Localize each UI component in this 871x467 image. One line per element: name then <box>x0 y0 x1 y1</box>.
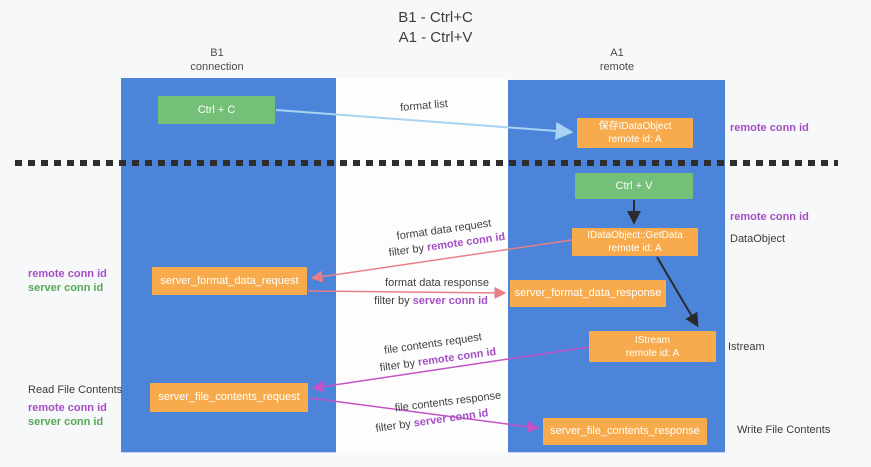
lane-header-a1-name: A1 <box>610 47 624 59</box>
node-istream-line1: IStream <box>634 334 670 346</box>
node-server-file-contents-response: server_file_contents_response <box>543 418 707 445</box>
label-server-conn-id-text: server conn id <box>412 295 488 307</box>
node-server-format-data-response-label: server_format_data_response <box>514 287 662 299</box>
node-idataobject-getdata: IDataObject::GetData remote id: A <box>572 228 698 256</box>
arrow-format-list <box>275 109 574 140</box>
node-server-format-data-response: server_format_data_response <box>510 280 666 307</box>
label-format-data-response: format data response <box>385 277 489 289</box>
label-filter-by-server-conn-id-1: filter by server conn id <box>374 295 488 307</box>
node-server-file-contents-request: server_file_contents_request <box>150 383 308 412</box>
annotation-server-conn-id-mid-left: server conn id <box>28 282 104 294</box>
title-line-1: B1 - Ctrl+C <box>398 9 473 26</box>
node-ctrl-v: Ctrl + V <box>575 173 693 199</box>
arrow-format-data-request <box>310 239 573 283</box>
annotation-dataobject: DataObject <box>730 233 786 245</box>
lane-header-a1: A1 remote <box>537 46 697 74</box>
annotation-server-conn-id-bottom-left: server conn id <box>28 416 104 428</box>
lane-header-b1-sub: connection <box>190 61 244 73</box>
node-ctrl-c-label: Ctrl + C <box>197 103 236 116</box>
node-ctrl-v-label: Ctrl + V <box>615 179 653 192</box>
node-save-idataobject-line2: remote id: A <box>608 134 662 145</box>
annotation-istream: Istream <box>728 341 765 353</box>
node-istream-line2: remote id: A <box>625 347 680 359</box>
arrow-file-contents-response <box>309 397 540 433</box>
arrow-getdata-to-istream <box>656 256 699 328</box>
node-save-idataobject: 保存IDataObject remote id: A <box>577 118 693 148</box>
annotation-remote-conn-id-bottom-left: remote conn id <box>28 402 107 414</box>
annotation-remote-conn-id-top-right: remote conn id <box>730 122 809 134</box>
annotation-read-file-contents: Read File Contents <box>28 384 123 396</box>
page-title: B1 - Ctrl+C A1 - Ctrl+V <box>0 8 871 48</box>
annotation-remote-conn-id-mid-left: remote conn id <box>28 268 107 280</box>
arrow-file-contents-request <box>311 346 590 393</box>
lane-header-b1: B1 connection <box>137 46 297 74</box>
node-server-format-data-request-label: server_format_data_request <box>160 274 299 287</box>
node-save-idataobject-line1: 保存IDataObject <box>598 121 672 132</box>
annotation-write-file-contents: Write File Contents <box>737 424 831 436</box>
node-idataobject-getdata-line1: IDataObject::GetData <box>587 230 683 241</box>
lane-header-a1-sub: remote <box>599 61 635 73</box>
node-istream: IStream remote id: A <box>589 331 716 362</box>
node-server-file-contents-request-label: server_file_contents_request <box>158 391 300 403</box>
title-line-2: A1 - Ctrl+V <box>398 29 473 46</box>
label-filter-by-text: filter by <box>374 295 413 307</box>
arrow-format-data-response <box>307 286 507 299</box>
annotation-remote-conn-id-mid-right: remote conn id <box>730 211 809 223</box>
node-server-format-data-request: server_format_data_request <box>152 267 307 295</box>
lane-header-b1-name: B1 <box>210 47 224 59</box>
lane-gap-background <box>336 78 508 452</box>
node-idataobject-getdata-line2: remote id: A <box>608 243 662 254</box>
node-server-file-contents-response-label: server_file_contents_response <box>550 425 700 437</box>
node-ctrl-c: Ctrl + C <box>158 96 275 124</box>
